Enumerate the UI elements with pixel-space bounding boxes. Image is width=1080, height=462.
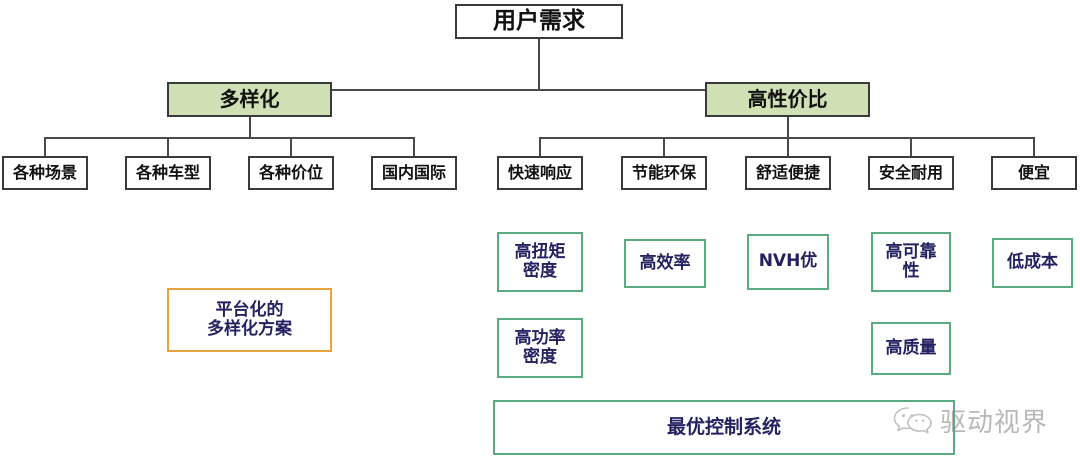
node-platform-diversification-solution[interactable]: 平台化的 多样化方案 xyxy=(167,288,332,352)
node-branch-diversification[interactable]: 多样化 xyxy=(167,82,332,117)
connector-branch-left-down xyxy=(249,116,251,138)
watermark-text: 驱动视界 xyxy=(940,407,1049,438)
connector-root-down xyxy=(538,38,540,90)
connector-leaf-left-2 xyxy=(167,137,169,156)
connector-leaf-right-2 xyxy=(663,137,665,156)
node-optimal-control-system[interactable]: 最优控制系统 xyxy=(493,400,955,455)
node-attr-nvh-optimized[interactable]: NVH优 xyxy=(747,234,829,290)
node-leaf-cheap[interactable]: 便宜 xyxy=(991,156,1077,190)
node-attr-high-efficiency[interactable]: 高效率 xyxy=(624,239,706,288)
node-attr-high-quality[interactable]: 高质量 xyxy=(871,322,951,375)
node-attr-high-torque-density[interactable]: 高扭矩 密度 xyxy=(497,232,583,292)
node-leaf-safety-durability[interactable]: 安全耐用 xyxy=(868,156,954,190)
connector-branch-right-down xyxy=(787,116,789,138)
connector-leaf-bus-left xyxy=(44,137,414,139)
node-leaf-domestic-international[interactable]: 国内国际 xyxy=(371,156,457,190)
connector-leaf-left-3 xyxy=(290,137,292,156)
node-attr-high-reliability[interactable]: 高可靠 性 xyxy=(871,232,951,292)
node-leaf-fast-response[interactable]: 快速响应 xyxy=(497,156,583,190)
connector-level2-bus xyxy=(249,89,789,91)
connector-leaf-right-1 xyxy=(539,137,541,156)
node-attr-high-power-density[interactable]: 高功率 密度 xyxy=(497,318,583,378)
connector-leaf-right-4 xyxy=(910,137,912,156)
node-attr-low-cost[interactable]: 低成本 xyxy=(992,238,1073,288)
connector-leaf-left-4 xyxy=(413,137,415,156)
connector-leaf-right-5 xyxy=(1033,137,1035,156)
connector-leaf-right-3 xyxy=(787,137,789,156)
node-leaf-comfort-convenience[interactable]: 舒适便捷 xyxy=(745,156,831,190)
node-leaf-energy-saving[interactable]: 节能环保 xyxy=(621,156,707,190)
connector-leaf-left-1 xyxy=(44,137,46,156)
node-leaf-scenarios[interactable]: 各种场景 xyxy=(2,156,88,190)
node-root[interactable]: 用户需求 xyxy=(455,4,623,39)
node-leaf-price-points[interactable]: 各种价位 xyxy=(248,156,334,190)
node-branch-cost-performance[interactable]: 高性价比 xyxy=(705,82,870,117)
connector-leaf-bus-right xyxy=(539,137,1033,139)
node-leaf-vehicle-types[interactable]: 各种车型 xyxy=(125,156,211,190)
